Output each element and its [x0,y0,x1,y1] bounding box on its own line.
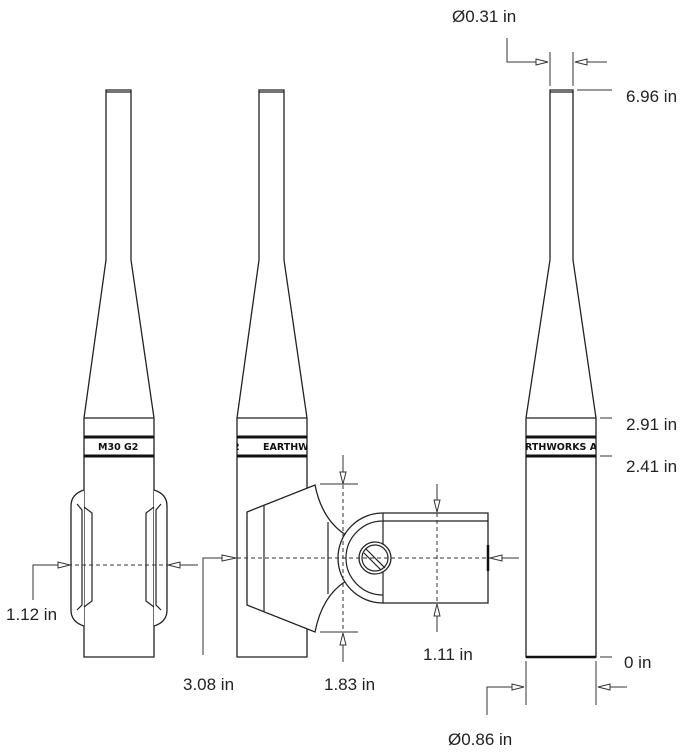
mic-front-view: M30 G2 [70,89,168,658]
label-clip-height: 1.83 in [324,675,375,694]
dim-taper-height: 2.91 in [600,415,677,434]
dim-clip-width: 1.12 in [6,561,196,624]
dim-total-height: 6.96 in [577,87,677,106]
label-clip-offset: 3.08 in [183,675,234,694]
dim-base: 0 in [600,653,651,672]
label-clip-width: 1.12 in [6,605,57,624]
band-label-side: EARTHW [263,442,309,453]
label-arm-height: 1.11 in [423,645,473,664]
dim-arm-height: 1.11 in [423,484,519,664]
label-band-height: 2.41 in [626,457,677,476]
label-tip-diameter: Ø0.31 in [452,7,516,26]
label-body-diameter: Ø0.86 in [448,730,512,749]
band-label-front: M30 G2 [98,442,138,453]
dim-band-height: 2.41 in [600,455,677,476]
dim-clip-height: 1.83 in [320,455,375,694]
dim-body-diameter: Ø0.86 in [448,661,627,749]
label-base: 0 in [624,653,651,672]
dim-tip-diameter: Ø0.31 in [452,7,607,86]
mic-side-view: 2 EARTHW [233,89,490,658]
label-taper-height: 2.91 in [626,415,677,434]
mic-clip-front [70,489,168,627]
band-label-right: RTHWORKS AU [525,442,604,453]
label-total-height: 6.96 in [626,87,677,106]
mic-clip-side [246,484,490,633]
dim-clip-offset: 3.08 in [183,554,237,694]
mic-right-view: RTHWORKS AU [525,89,604,659]
band-label-fragment: 2 [233,442,240,453]
